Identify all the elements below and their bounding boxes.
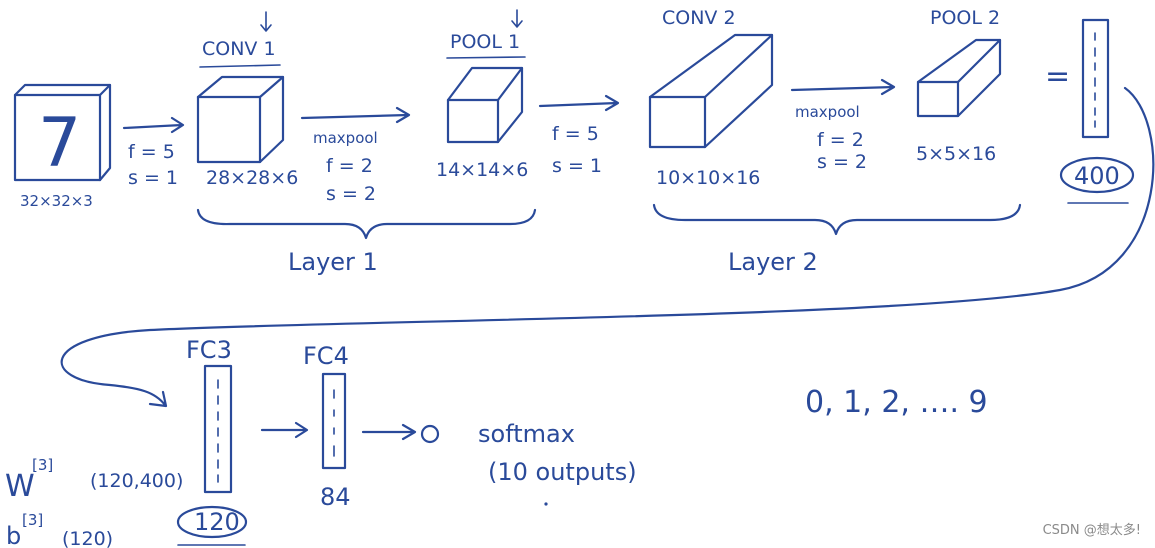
- arrow-input-conv1: [122, 116, 185, 134]
- conv1-down-arrow: [260, 11, 272, 32]
- conv1-shape-label: 28×28×6: [206, 167, 298, 189]
- conv1-title: CONV 1: [202, 38, 276, 60]
- fc3-count: 120: [194, 508, 240, 536]
- connector-curve: [60, 86, 1155, 408]
- bias-shape: (120): [62, 528, 113, 548]
- fc3-count-circle: [176, 505, 248, 539]
- flattened-count-circle: [1059, 156, 1135, 194]
- softmax-label: softmax: [478, 420, 575, 448]
- output-classes: 0, 1, 2, …. 9: [805, 385, 988, 420]
- fc3-title: FC3: [186, 336, 232, 364]
- arrow-fc4-softmax: [361, 423, 417, 441]
- conv2-filter-size: f = 5: [552, 123, 599, 145]
- arrow-conv1-pool1: [300, 106, 411, 124]
- conv2-stride: s = 1: [552, 155, 602, 177]
- layer1-label: Layer 1: [288, 248, 378, 276]
- stray-dot: [544, 502, 548, 506]
- pool2-filter-size: f = 2: [817, 129, 864, 151]
- flattened-vector: [1081, 18, 1110, 139]
- equals-sign: =: [1045, 59, 1070, 94]
- pool2-shape-label: 5×5×16: [916, 143, 996, 165]
- pool1-volume: [446, 66, 524, 144]
- softmax-node: [420, 424, 440, 444]
- watermark: CSDN @想太多!: [1042, 523, 1141, 538]
- pool2-volume: [916, 38, 1002, 118]
- conv1-stride: s = 1: [128, 167, 178, 189]
- pool2-stride: s = 2: [817, 151, 867, 173]
- weight-layer-index: [3]: [32, 456, 53, 474]
- fc4-vector: [321, 372, 347, 470]
- conv1-volume: [196, 75, 285, 164]
- fc4-title: FC4: [303, 342, 349, 370]
- conv1-filter-size: f = 5: [128, 141, 175, 163]
- pool1-title-underline: [446, 56, 526, 59]
- bias-symbol: b: [6, 522, 21, 548]
- pool1-stride: s = 2: [326, 183, 376, 205]
- conv1-title-underline: [199, 64, 281, 68]
- fc3-vector: [203, 364, 233, 494]
- pool1-down-arrow: [511, 9, 523, 28]
- pool1-title: POOL 1: [450, 31, 520, 53]
- input-digit: 7: [38, 104, 81, 183]
- conv2-shape-label: 10×10×16: [656, 167, 760, 189]
- pool1-filter-size: f = 2: [326, 155, 373, 177]
- layer2-brace: [652, 203, 1022, 236]
- layer2-label: Layer 2: [728, 248, 818, 276]
- pool1-op-label: maxpool: [313, 129, 378, 147]
- conv2-volume: [648, 33, 774, 149]
- arrow-fc3-fc4: [260, 421, 309, 439]
- pool1-shape-label: 14×14×6: [436, 159, 528, 181]
- arrow-pool1-conv2: [538, 94, 620, 112]
- input-image-cube: 7: [13, 83, 112, 183]
- arrow-conv2-pool2: [790, 78, 896, 96]
- input-shape-label: 32×32×3: [20, 192, 93, 210]
- pool2-title: POOL 2: [930, 7, 1000, 29]
- weight-shape: (120,400): [90, 470, 183, 492]
- flattened-count: 400: [1074, 162, 1120, 190]
- outputs-label: (10 outputs): [488, 458, 637, 486]
- conv2-title: CONV 2: [662, 7, 736, 29]
- pool2-op-label: maxpool: [795, 103, 860, 121]
- fc4-count: 84: [320, 483, 351, 511]
- weight-symbol: W: [5, 469, 35, 504]
- layer1-brace: [196, 208, 537, 240]
- bias-layer-index: [3]: [22, 511, 43, 529]
